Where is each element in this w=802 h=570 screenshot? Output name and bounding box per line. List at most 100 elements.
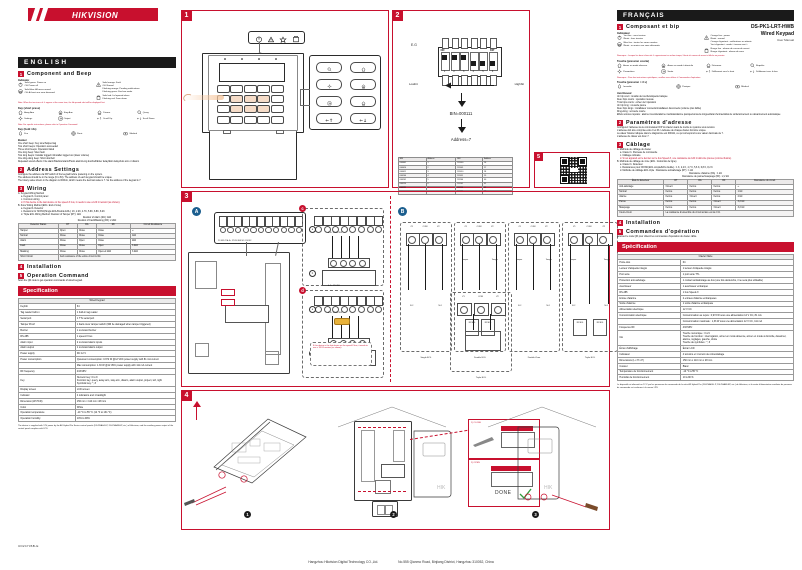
keypad-key[interactable] [270, 115, 284, 124]
dip-knob [461, 55, 467, 60]
section-heading-cablage: 3 Câblage [617, 141, 794, 148]
terminal-screw [358, 226, 365, 233]
function-key-disarm-icon[interactable] [350, 96, 376, 107]
keypad-key[interactable] [230, 115, 244, 124]
footer: Hangzhou Hikvision Digital Technology CO… [0, 560, 802, 564]
address-value-label: Address=7 [450, 137, 472, 142]
text-line: One short beep: Key tone/Swiped tag [18, 142, 57, 145]
spec-key: Dimensions (L x H x P) [616, 356, 682, 364]
scroll-up-icon [97, 116, 102, 121]
keypad-key[interactable] [257, 95, 271, 104]
terminal-label: Z1 [462, 296, 465, 298]
terminal-label: COM [422, 226, 428, 228]
label-b: B [398, 207, 407, 216]
keypad-key[interactable] [257, 85, 271, 93]
keypad-key[interactable] [270, 95, 284, 104]
keypad-key[interactable] [217, 115, 230, 124]
terminal-slot [257, 216, 265, 227]
text-line: c. Common wiring [21, 198, 40, 201]
dip-switch-3[interactable] [460, 52, 470, 71]
terminal-label: Z1 [464, 226, 467, 228]
section-number: 4 [617, 219, 623, 226]
keypad-key[interactable] [243, 105, 257, 114]
keypad-key[interactable] [243, 115, 257, 124]
panel-1-frame: 1 [181, 10, 389, 188]
marker-a: a [309, 306, 316, 313]
function-key-settings-icon[interactable] [316, 79, 342, 90]
keypad-key[interactable] [243, 85, 257, 93]
terminal-screw [315, 306, 322, 313]
function-key-scroll-up-icon[interactable] [316, 113, 342, 124]
terminal-screw [358, 306, 365, 313]
terminal-slot [357, 296, 366, 306]
section-heading-operation-command: 5 Operation Command [18, 272, 176, 279]
terminal-screw [257, 227, 265, 234]
keypad-key[interactable] [217, 85, 230, 93]
spec-key [616, 318, 682, 326]
key-item: Fire [18, 131, 71, 136]
key-label: Requête [756, 64, 765, 67]
tamper-label: Tamper [570, 259, 577, 261]
keypad-key[interactable] [230, 95, 244, 104]
keypad-exploded-view [213, 418, 307, 484]
contact-label-nc: N.C [410, 305, 414, 307]
spec-value: Écran LCD [680, 345, 794, 352]
keypad-key[interactable] [230, 85, 244, 93]
keypad-key[interactable] [217, 105, 230, 114]
wire [340, 236, 342, 258]
key-label: Panic [76, 132, 83, 135]
terminal-screw [375, 306, 383, 313]
key-item: Away Arm [18, 110, 58, 115]
text-line: B. Méthode de câblage de zone (EOL : Ext… [617, 160, 677, 163]
function-key-scroll-down-icon[interactable] [350, 113, 376, 124]
keypad-key[interactable] [257, 105, 271, 114]
key-label: Stay Arm [63, 111, 73, 114]
text-line: c. Resistors for NO/NC(Single EOL/Double… [21, 210, 105, 213]
keypad-key[interactable] [230, 105, 244, 114]
terminal-screw [584, 235, 593, 244]
section-title: Composant et bip [626, 24, 680, 31]
key-label: Armer en mode absence [623, 64, 648, 67]
keypad-key[interactable] [270, 85, 284, 93]
dip-switch-2[interactable] [450, 52, 460, 71]
keypad-key[interactable] [257, 115, 271, 124]
key-label: Médical [741, 85, 749, 88]
dip-switch-1[interactable] [441, 52, 450, 71]
function-key-search-icon[interactable] [316, 62, 342, 73]
terminal-slot [331, 216, 341, 226]
column-header: Wired Keypad [18, 297, 176, 305]
wall-corner-line [337, 406, 447, 428]
led-power-icon [224, 58, 226, 60]
spec-value: 10% to 90% [74, 415, 177, 423]
section-heading-component-beep: 1 Component and Beep [18, 71, 176, 78]
led-arm-icon [258, 58, 260, 60]
terminal-slot [357, 216, 366, 226]
panel-number: 2 [392, 10, 403, 21]
spec-value: 64 [74, 303, 177, 311]
keypad-key[interactable] [243, 95, 257, 104]
screwdriver-icon [184, 486, 227, 506]
spec-value: White [74, 403, 177, 411]
function-key-stay-arm-icon[interactable] [350, 79, 376, 90]
scroll-down-icon [358, 110, 368, 127]
function-key-away-arm-icon[interactable] [350, 62, 376, 73]
spec-key: Key [18, 373, 76, 387]
terminal-screw [570, 235, 578, 244]
legal-note: The device is supplied with 12V power by… [18, 425, 174, 431]
keypad-key[interactable] [270, 105, 284, 114]
key-item: Incendie [617, 84, 676, 89]
function-key-output-icon[interactable] [316, 96, 342, 107]
settings-icon [327, 76, 332, 93]
section-number: 2 [617, 119, 623, 126]
